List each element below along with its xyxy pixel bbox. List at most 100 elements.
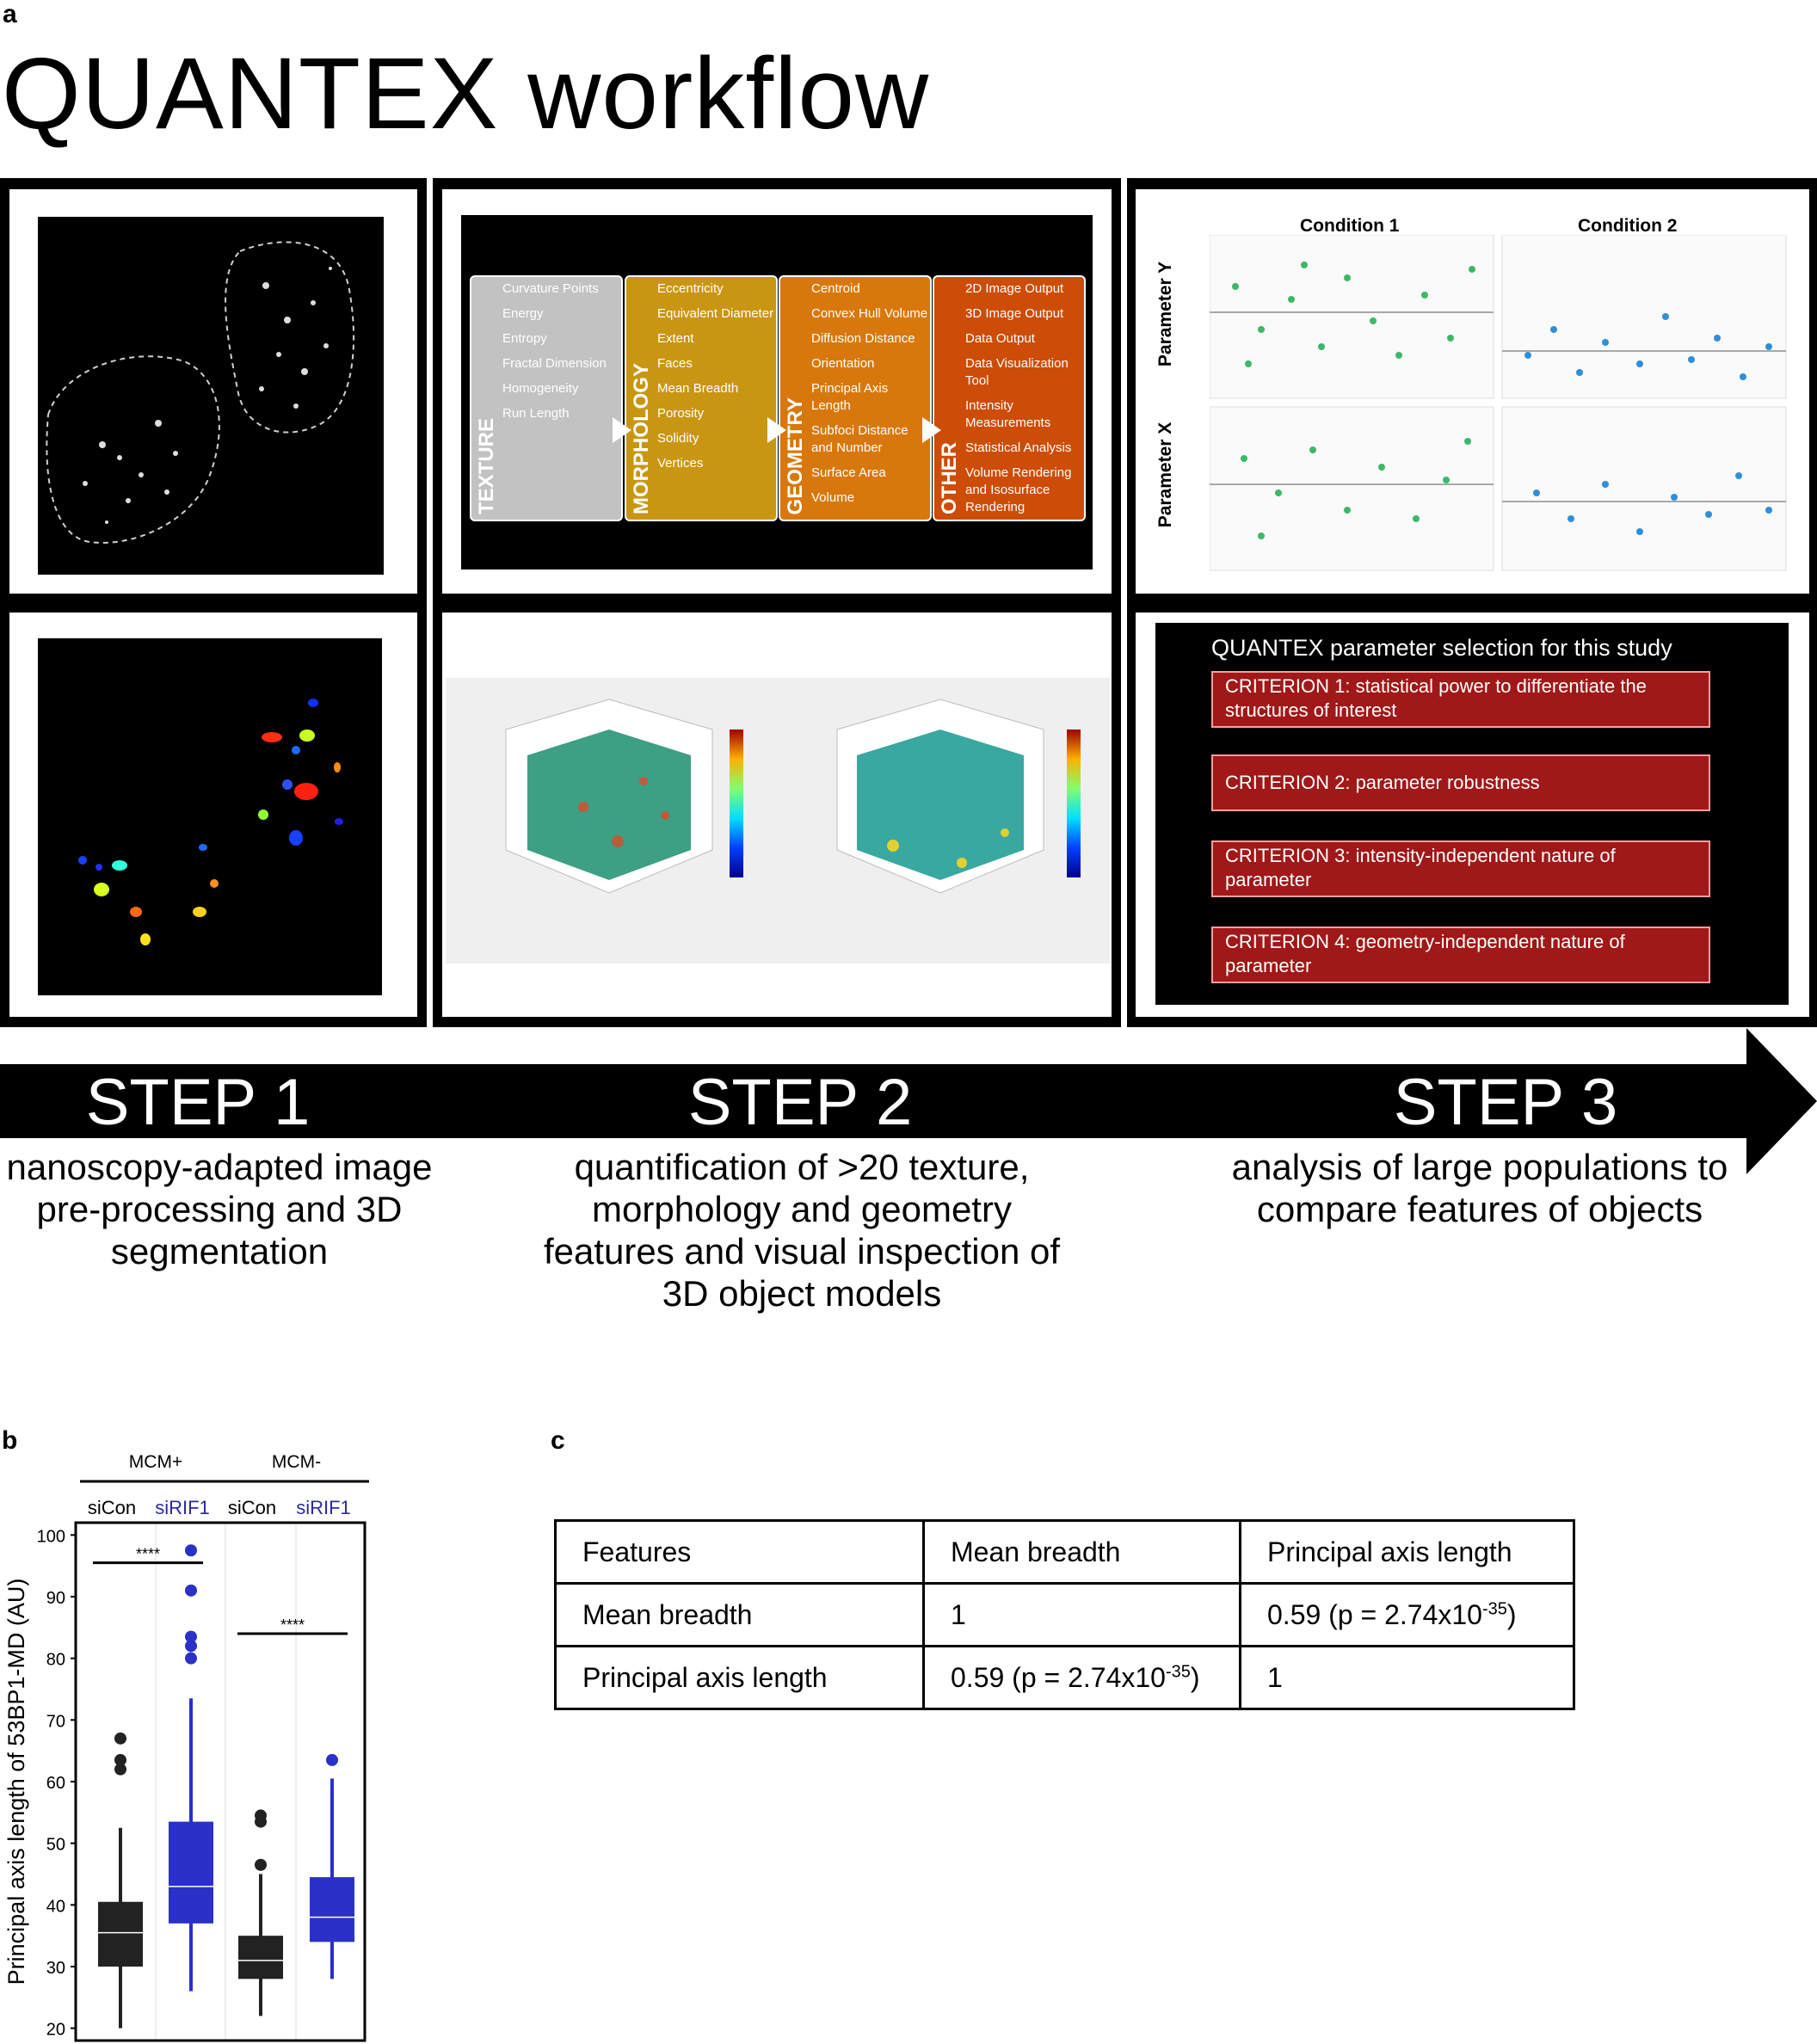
texture-label: TEXTURE xyxy=(475,417,498,514)
row-label: Mean breadth xyxy=(554,1582,925,1647)
condition-1-label: Condition 1 xyxy=(1300,216,1400,236)
feature-item: Eccentricity xyxy=(657,281,724,296)
figure-title: QUANTEX workflow xyxy=(2,37,930,151)
table-row: Principal axis length 0.59 (p = 2.74x10-… xyxy=(554,1645,1575,1710)
outlier-point xyxy=(185,1652,197,1665)
cell-tail: ) xyxy=(1506,1598,1517,1630)
header-cell: Features xyxy=(554,1519,925,1585)
y-tick-label: 40 xyxy=(46,1897,65,1916)
y-axis-label: Principal axis length of 53BP1-MD (AU) xyxy=(3,1579,29,1986)
arrow-right-icon xyxy=(922,417,941,443)
feature-item: Subfoci Distance and Number xyxy=(811,423,908,455)
object-renderings xyxy=(505,699,1081,894)
panel-letter-c: c xyxy=(551,1426,565,1455)
header-cell: Mean breadth xyxy=(922,1519,1241,1585)
step-2-title: STEP 2 xyxy=(687,1066,913,1139)
step-3-title: STEP 3 xyxy=(1393,1066,1618,1139)
feature-item: Energy xyxy=(502,306,544,321)
table-cell: 1 xyxy=(1239,1645,1575,1710)
series-label: siCon xyxy=(88,1497,136,1518)
arrow-right-icon xyxy=(613,417,631,443)
outlier-point xyxy=(185,1640,197,1653)
y-tick-label: 50 xyxy=(46,1836,65,1855)
table-cell: 0.59 (p = 2.74x10-35) xyxy=(922,1645,1241,1710)
nuclei-image xyxy=(38,217,384,575)
y-tick-label: 30 xyxy=(46,1959,65,1978)
box xyxy=(310,1877,354,1942)
rendering-panel xyxy=(446,678,1110,964)
feature-item: Vertices xyxy=(657,456,704,471)
category-arrows xyxy=(613,417,941,443)
header-cell: Principal axis length xyxy=(1239,1519,1575,1585)
feature-item: Diffusion Distance xyxy=(811,331,915,346)
outlier-point xyxy=(326,1753,338,1766)
box xyxy=(238,1936,283,1979)
criterion-3: CRITERION 3: intensity-independent natur… xyxy=(1211,840,1710,897)
parameter-x-label: Parameter X xyxy=(1155,422,1175,528)
y-tick-label: 80 xyxy=(46,1651,65,1670)
y-tick-label: 90 xyxy=(46,1589,65,1608)
cell-value: 0.59 (p = 2.74x10 xyxy=(951,1661,1166,1693)
feature-item: Run Length xyxy=(502,406,570,421)
feature-item: Convex Hull Volume xyxy=(811,306,928,321)
segmented-objects xyxy=(78,699,343,945)
outlier-point xyxy=(185,1630,197,1643)
step-2-description: quantification of >20 texture, morpholog… xyxy=(543,1147,1061,1314)
panel-letter-b: b xyxy=(2,1426,18,1455)
workflow-arrow xyxy=(0,1028,1817,1174)
scatter-points xyxy=(1210,235,1787,571)
feature-item: Intensity Measurements xyxy=(965,398,1051,430)
feature-item: Extent xyxy=(657,331,694,346)
y-tick-label: 20 xyxy=(46,2021,65,2040)
significance-label: **** xyxy=(136,1546,160,1563)
outlier-point xyxy=(255,1858,267,1871)
feature-item: Principal Axis Length xyxy=(811,381,889,413)
criterion-1: CRITERION 1: statistical power to differ… xyxy=(1211,671,1710,728)
feature-item: Fractal Dimension xyxy=(502,356,607,371)
significance-label: **** xyxy=(280,1616,305,1634)
box xyxy=(169,1821,213,1924)
group-label: MCM- xyxy=(272,1452,321,1472)
feature-item: Statistical Analysis xyxy=(965,440,1072,455)
cell-exponent: -35 xyxy=(1481,1598,1507,1618)
feature-item: Faces xyxy=(657,356,693,371)
panel-letter-a: a xyxy=(3,0,17,28)
criterion-2: CRITERION 2: parameter robustness xyxy=(1211,754,1710,811)
y-tick-label: 100 xyxy=(37,1527,65,1546)
feature-item: Centroid xyxy=(811,281,860,296)
nuclei-outlines xyxy=(46,241,355,544)
feature-item: Mean Breadth xyxy=(657,381,739,396)
series-label: siRIF1 xyxy=(296,1497,351,1518)
feature-item: Surface Area xyxy=(811,465,886,480)
feature-item: Curvature Points xyxy=(502,281,599,296)
box xyxy=(98,1901,143,1967)
feature-item: Solidity xyxy=(657,431,699,446)
feature-item: Volume xyxy=(811,490,855,505)
step-1-title: STEP 1 xyxy=(85,1066,311,1139)
cell-tail: ) xyxy=(1190,1661,1200,1693)
feature-item: Equivalent Diameter xyxy=(657,306,774,321)
condition-2-label: Condition 2 xyxy=(1578,216,1678,236)
outlier-point xyxy=(114,1763,126,1776)
feature-item: Homogeneity xyxy=(502,381,579,396)
y-tick-label: 60 xyxy=(46,1774,65,1793)
step-1-description: nanoscopy-adapted image pre-processing a… xyxy=(6,1147,433,1271)
row-label: Principal axis length xyxy=(554,1645,925,1710)
feature-item: Volume Rendering and Isosurface Renderin… xyxy=(965,465,1072,514)
group-label: MCM+ xyxy=(129,1452,182,1472)
arrow-right-icon xyxy=(767,417,786,443)
feature-item: Data Visualization Tool xyxy=(965,356,1069,388)
cell-value: 0.59 (p = 2.74x10 xyxy=(1267,1598,1482,1630)
feature-item: 2D Image Output xyxy=(965,281,1064,296)
outlier-point xyxy=(185,1584,197,1597)
comparison-plot: Condition 1 Condition 2 Parameter Y Para… xyxy=(1141,194,1805,589)
table-row: Mean breadth 1 0.59 (p = 2.74x10-35) xyxy=(554,1582,1575,1647)
table-cell: 1 xyxy=(922,1582,1241,1647)
